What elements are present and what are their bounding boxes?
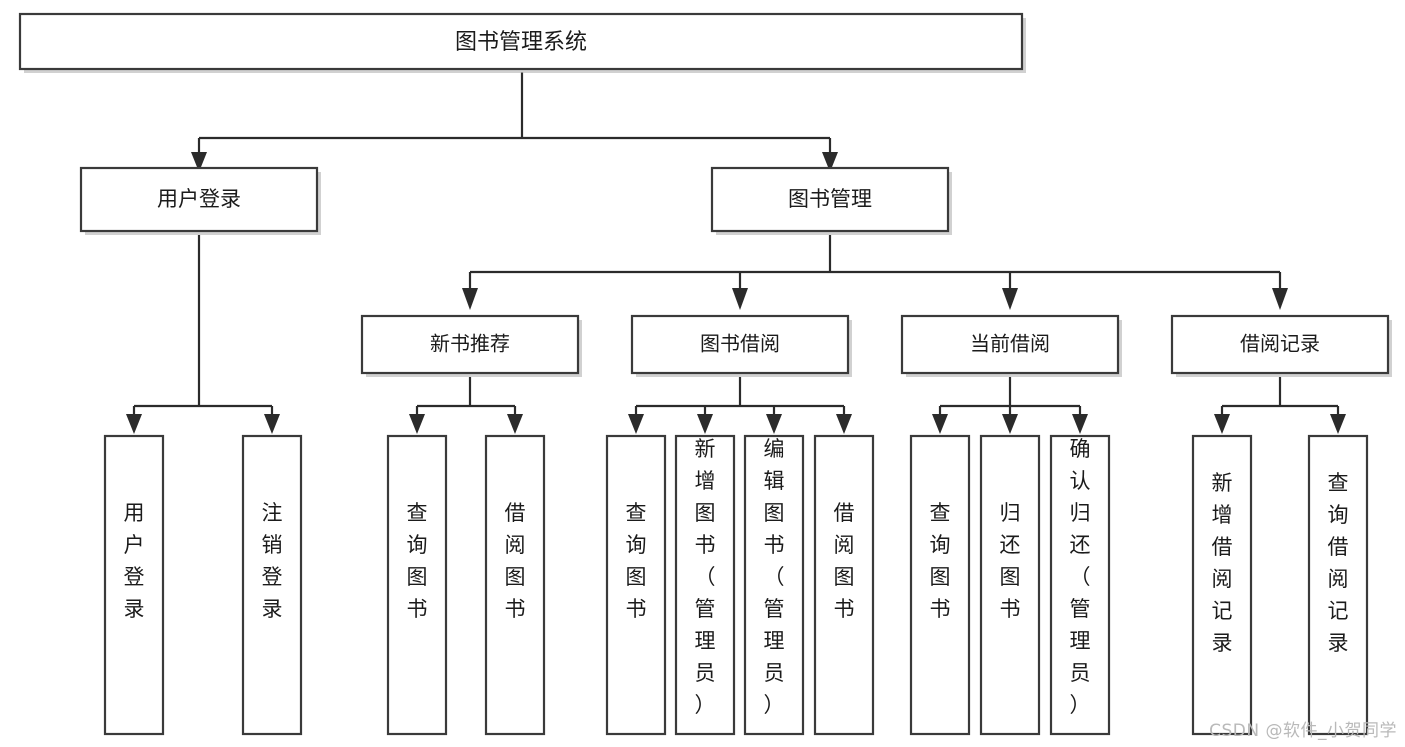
connector-group-newbook-to-leaves [409,377,523,434]
node-user-login[interactable]: 用户登录 [79,166,321,235]
connector-group-currentborrow-to-leaves [932,377,1088,434]
leaf-edit-book-label: 编辑图书（管理员） [764,437,785,717]
leaf-borrow-book-1-label: 借阅图书 [505,501,526,621]
leaf-query-record[interactable]: 查询借阅记录 [1307,434,1369,736]
leaf-query-book-1-label: 查询图书 [407,501,428,621]
node-new-book-recommend[interactable]: 新书推荐 [360,314,582,377]
leaf-query-book-2-label: 查询图书 [626,501,647,621]
leaf-borrow-book-1[interactable]: 借阅图书 [484,434,546,736]
leaf-query-book-3[interactable]: 查询图书 [909,434,971,736]
node-borrow-record[interactable]: 借阅记录 [1170,314,1392,377]
node-current-borrow[interactable]: 当前借阅 [900,314,1122,377]
node-book-borrow[interactable]: 图书借阅 [630,314,852,377]
node-root[interactable]: 图书管理系统 [18,12,1026,73]
node-book-manage-label: 图书管理 [788,187,872,211]
leaf-confirm-return[interactable]: 确认归还（管理员） [1049,434,1111,736]
leaf-logout-login[interactable]: 注销登录 [241,434,303,736]
connector-group-borrowrecord-to-leaves [1214,377,1346,434]
leaf-add-book[interactable]: 新增图书（管理员） [674,434,736,736]
connector-group-bookmanage-to-level3 [462,235,1288,310]
leaf-logout-login-label: 注销登录 [262,501,283,621]
node-borrow-record-label: 借阅记录 [1240,332,1320,356]
node-book-borrow-label: 图书借阅 [700,332,780,356]
node-root-label: 图书管理系统 [455,30,587,55]
leaf-edit-book[interactable]: 编辑图书（管理员） [743,434,805,736]
node-current-borrow-label: 当前借阅 [970,332,1050,356]
leaf-confirm-return-label: 确认归还（管理员） [1070,437,1091,717]
leaf-query-book-3-label: 查询图书 [930,501,951,621]
connector-group-bookborrow-to-leaves [628,377,852,434]
leaf-return-book[interactable]: 归还图书 [979,434,1041,736]
leaf-borrow-book-2-label: 借阅图书 [834,501,855,621]
leaf-add-book-label: 新增图书（管理员） [695,437,716,717]
node-user-login-label: 用户登录 [157,187,241,211]
leaf-borrow-book-2[interactable]: 借阅图书 [813,434,875,736]
leaf-user-login[interactable]: 用户登录 [103,434,165,736]
leaf-query-book-1[interactable]: 查询图书 [386,434,448,736]
leaf-return-book-label: 归还图书 [1000,501,1021,621]
node-new-book-recommend-label: 新书推荐 [430,332,510,356]
leaf-query-record-label: 查询借阅记录 [1328,471,1349,655]
connector-group-userlogin-to-leaves [126,235,280,434]
connector-group-root-to-level2 [191,72,838,172]
leaf-add-record[interactable]: 新增借阅记录 [1191,434,1253,736]
leaf-add-record-label: 新增借阅记录 [1212,471,1233,655]
leaf-user-login-label: 用户登录 [124,501,145,621]
leaf-query-book-2[interactable]: 查询图书 [605,434,667,736]
node-book-manage[interactable]: 图书管理 [710,166,952,235]
